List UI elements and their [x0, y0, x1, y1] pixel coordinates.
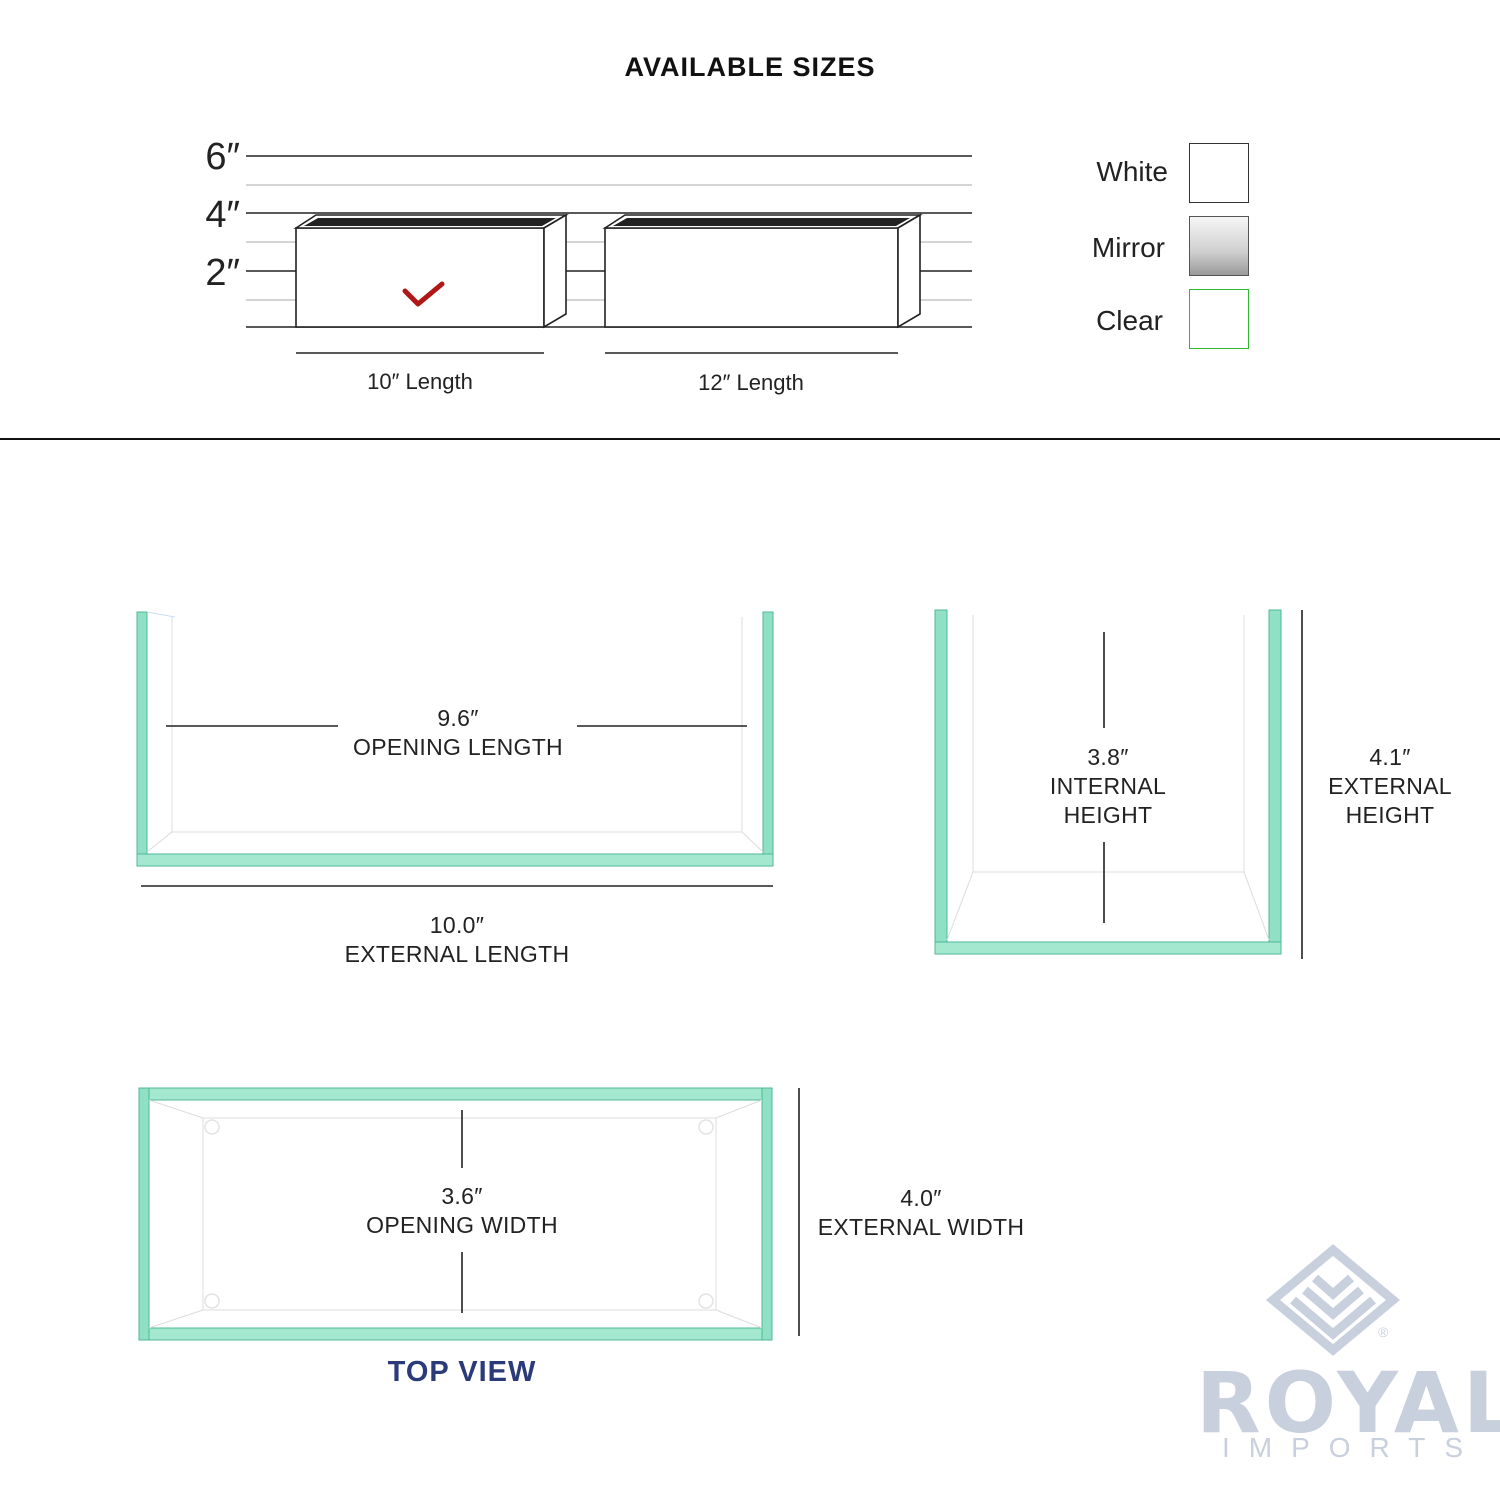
vase-12-length[interactable] [602, 213, 923, 329]
top-dimension-lines [461, 1088, 800, 1336]
external-length-value: 10.0″ [429, 912, 485, 938]
external-length-label: EXTERNAL LENGTH [344, 941, 570, 967]
brand-name: ROYAL [1196, 1354, 1500, 1452]
length-label-12: 12″ Length [698, 370, 804, 395]
checkmark-icon [402, 281, 445, 307]
royal-imports-logo [1265, 1244, 1401, 1356]
page-title: AVAILABLE SIZES [624, 52, 876, 82]
opening-width-value: 3.6″ [441, 1183, 483, 1209]
brand-subtitle: IMPORTS [1222, 1432, 1483, 1463]
side-dimension-lines [1103, 610, 1303, 959]
color-label-clear: Clear [1096, 305, 1163, 336]
height-label-4: 4″ [205, 194, 240, 236]
internal-height-label-1: INTERNAL [1049, 773, 1167, 799]
color-label-mirror: Mirror [1091, 232, 1165, 263]
external-width-value: 4.0″ [900, 1185, 942, 1211]
color-swatch-clear[interactable] [1189, 289, 1249, 349]
color-swatch-mirror[interactable] [1189, 216, 1249, 276]
opening-length-value: 9.6″ [437, 705, 479, 731]
external-width-label: EXTERNAL WIDTH [817, 1214, 1025, 1240]
opening-length-label: OPENING LENGTH [353, 734, 563, 760]
internal-height-value: 3.8″ [1087, 744, 1129, 770]
external-height-value: 4.1″ [1369, 744, 1411, 770]
registered-mark: ® [1378, 1324, 1389, 1340]
section-divider [0, 438, 1500, 440]
opening-width-label: OPENING WIDTH [366, 1212, 558, 1238]
color-label-white: White [1096, 156, 1168, 187]
internal-height-label-2: HEIGHT [1063, 802, 1153, 828]
height-label-2: 2″ [205, 252, 240, 294]
top-view-caption: TOP VIEW [387, 1356, 537, 1388]
vase-10-length[interactable] [293, 213, 569, 329]
top-view-vase [138, 1087, 773, 1341]
length-label-10: 10″ Length [367, 369, 473, 394]
front-view-vase [136, 611, 774, 867]
color-swatch-white[interactable] [1189, 143, 1249, 203]
height-label-6: 6″ [205, 136, 240, 178]
front-dimension-lines [141, 725, 773, 887]
external-height-label-2: HEIGHT [1345, 802, 1435, 828]
size-diagram [246, 155, 1242, 354]
side-view-vase [934, 609, 1282, 955]
external-height-label-1: EXTERNAL [1328, 773, 1452, 799]
